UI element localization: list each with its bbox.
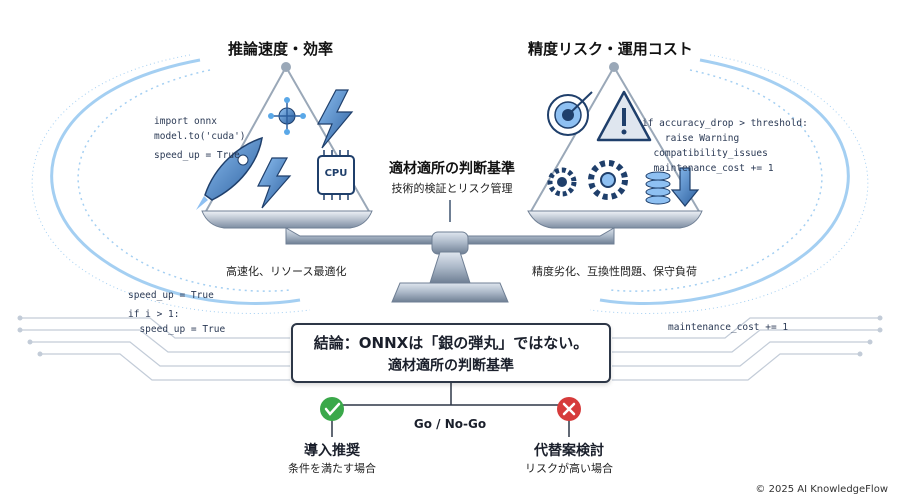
right-code-bottom: maintenance_cost += 1: [668, 322, 789, 333]
lightning-icon-small: [257, 157, 292, 209]
nogo-title: 代替案検討: [534, 443, 604, 459]
right-code-top: if accuracy_drop > threshold: raise Warn…: [642, 118, 808, 174]
center-subtitle: 技術的検証とリスク管理: [391, 182, 513, 195]
right-title: 精度リスク・運用コスト: [528, 40, 693, 58]
cpu-label: CPU: [324, 168, 348, 179]
coin-stack-icon: [645, 171, 671, 205]
cross-icon: [557, 397, 581, 421]
target-icon: [547, 91, 593, 136]
gear-icon-small: [547, 167, 577, 197]
copyright: © 2025 AI KnowledgeFlow: [755, 484, 888, 495]
warning-icon: [596, 90, 652, 142]
lightning-icon-large: [317, 89, 354, 149]
left-title: 推論速度・効率: [228, 40, 334, 58]
conclusion-line2: 適材適所の判断基準: [388, 358, 514, 374]
rocket-icon: [196, 136, 263, 210]
network-node-icon: [268, 97, 306, 135]
circuit-lines: [20, 317, 880, 381]
go-nogo-label: Go / No-Go: [413, 417, 487, 431]
go-title: 導入推奨: [304, 443, 360, 459]
check-icon: [320, 397, 344, 421]
down-arrow-icon: [670, 167, 700, 207]
left-caption: 高速化、リソース最適化: [226, 265, 347, 278]
conclusion-line1: 結論：ONNXは「銀の弾丸」ではない。: [313, 334, 589, 352]
cpu-icon: [317, 150, 355, 200]
nogo-subtitle: リスクが高い場合: [525, 462, 613, 475]
conclusion-box: 結論：ONNXは「銀の弾丸」ではない。 適材適所の判断基準: [291, 323, 611, 383]
left-swirl: [31, 54, 311, 314]
gear-icon-large: [588, 160, 628, 200]
right-swirl: [589, 54, 869, 314]
center-title: 適材適所の判断基準: [389, 161, 515, 177]
balance-scale: [201, 62, 703, 303]
go-subtitle: 条件を満たす場合: [288, 462, 376, 475]
right-caption: 精度劣化、互換性問題、保守負荷: [532, 265, 697, 278]
